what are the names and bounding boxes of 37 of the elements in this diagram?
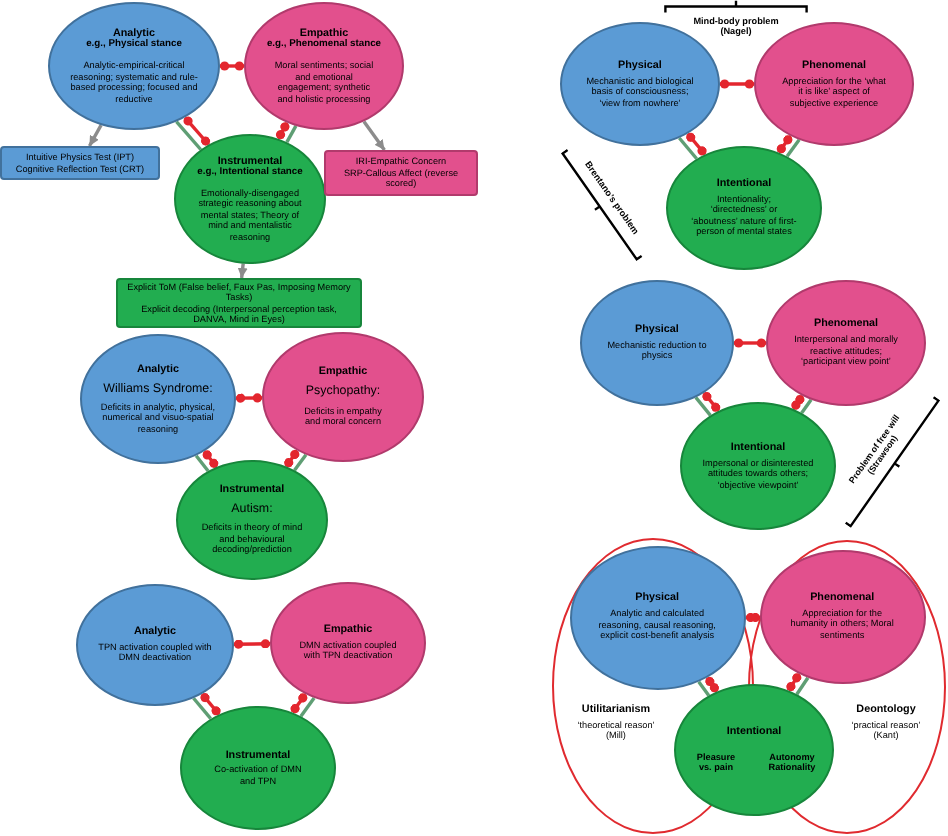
connector-line xyxy=(194,454,210,473)
dot-end-connector xyxy=(200,692,221,716)
connector-line xyxy=(192,697,213,720)
connector-line xyxy=(795,676,810,696)
dot-end-connector xyxy=(236,393,262,403)
arrow xyxy=(87,124,103,147)
dot-end-connector xyxy=(791,394,805,410)
dot-end-connector xyxy=(734,338,766,348)
connector-line xyxy=(678,136,698,160)
connector-line xyxy=(293,453,308,472)
arrow xyxy=(237,263,248,279)
connector-line xyxy=(175,120,203,151)
dot-end-connector xyxy=(290,693,308,714)
connector-line xyxy=(694,396,712,417)
dot-end-connector xyxy=(686,132,707,156)
oval-node xyxy=(759,549,926,684)
dot-end-connector xyxy=(275,121,290,140)
dot-end-connector xyxy=(776,135,793,154)
dot-end-connector xyxy=(705,676,719,693)
dot-end-connector xyxy=(702,391,721,412)
test-box xyxy=(324,150,478,196)
dot-end-connector xyxy=(220,61,244,71)
arrow xyxy=(362,120,386,151)
dot-end-connector xyxy=(786,673,802,692)
dot-end-connector xyxy=(746,612,760,623)
connector-line xyxy=(785,138,801,158)
dot-end-connector xyxy=(183,116,211,146)
dot-end-connector xyxy=(234,639,270,649)
connector-line xyxy=(285,125,298,143)
test-box xyxy=(0,146,160,180)
dot-end-connector xyxy=(720,79,754,89)
connector-line xyxy=(800,398,813,414)
connector-line xyxy=(299,696,316,718)
connector-line xyxy=(697,680,711,697)
test-box xyxy=(116,278,362,328)
dot-end-connector xyxy=(202,450,219,468)
dot-end-connector xyxy=(284,449,300,468)
